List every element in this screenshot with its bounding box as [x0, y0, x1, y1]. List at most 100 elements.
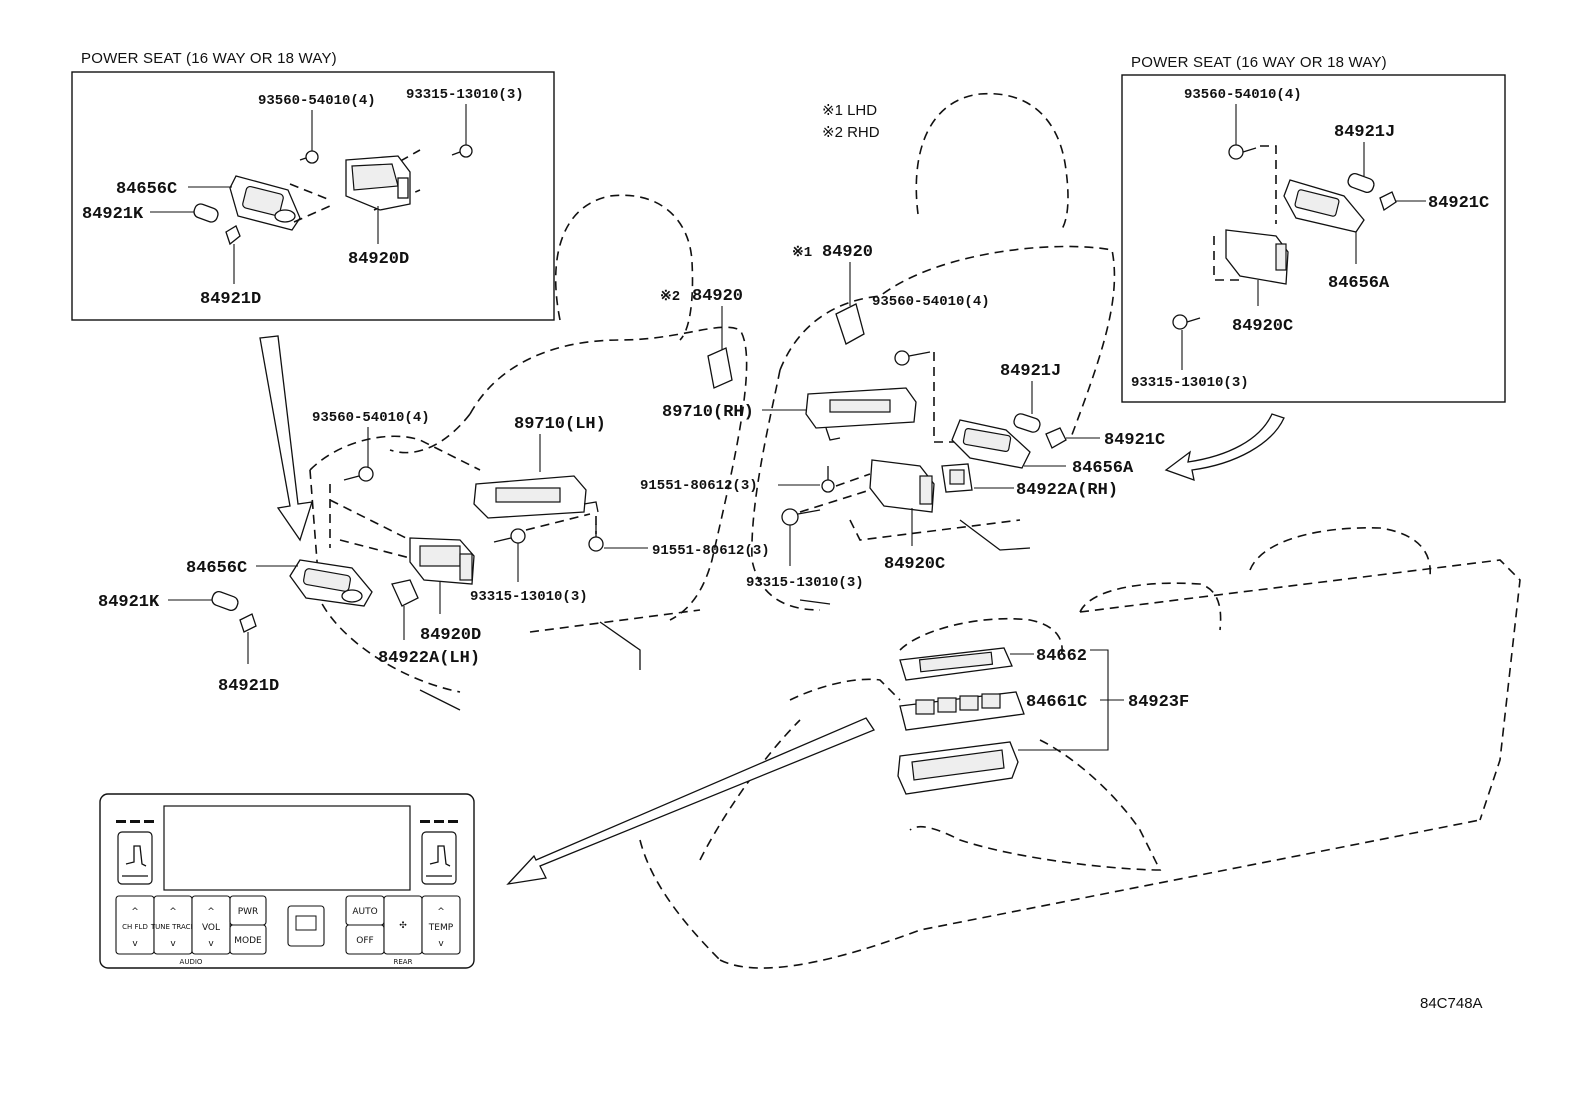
off-label: OFF: [356, 936, 373, 946]
power-seat-switch-icon: [869, 459, 935, 513]
right-inset-bolt-a-label: 93560-54010(4): [1184, 87, 1302, 103]
left-inset: POWER SEAT (16 WAY OR 18 WAY) 93560-5401…: [71, 50, 555, 321]
seat-ecu-icon: [805, 387, 917, 441]
rear-trim-icon: [899, 647, 1013, 681]
left-seat-heater-button[interactable]: [117, 831, 153, 885]
rear-control-panel: ^ CH FLD v ^ TUNE TRACK v ^ VOL v PWR MO…: [99, 793, 475, 969]
rear-switch-housing-icon: [897, 741, 1019, 795]
sw-rhd-label: 84920: [692, 287, 743, 306]
knob-icon: [211, 591, 239, 611]
chevron-up-icon: ^: [437, 907, 445, 917]
switch-c-label: 84920C: [884, 555, 945, 574]
left-inset-title: POWER SEAT (16 WAY OR 18 WAY): [81, 50, 337, 67]
switch-cover-icon: [289, 559, 373, 607]
knob-icon: [193, 203, 219, 223]
knob-icon: [1347, 173, 1375, 193]
front-seats-outline: [309, 92, 1521, 969]
screw-icon: [821, 466, 835, 493]
chevron-up-icon: ^: [207, 907, 215, 917]
switch-rh-label: 84922A(RH): [1016, 481, 1118, 500]
vol-button[interactable]: ^ VOL v: [191, 895, 231, 955]
chevron-down-icon: v: [132, 939, 138, 949]
left-inset-frame: [71, 71, 555, 321]
switch-lh-label: 84922A(LH): [378, 649, 480, 668]
bolt-a-right-label: 93560-54010(4): [872, 294, 990, 310]
sw-lhd-label: 84920: [822, 243, 873, 262]
ch-fld-label: CH FLD: [122, 923, 148, 931]
right-inset-frame: [1121, 74, 1506, 403]
fan-button[interactable]: ✣: [383, 895, 423, 955]
off-button[interactable]: OFF: [345, 924, 385, 955]
switch-d-label: 84920D: [420, 626, 481, 645]
lumbar-switch-icon: [707, 347, 733, 389]
ecu-rh-label: 89710(RH): [662, 403, 754, 422]
tune-track-button[interactable]: ^ TUNE TRACK v: [150, 895, 196, 955]
note-rhd: ※2 RHD: [822, 124, 880, 141]
ecu-lh-label: 89710(LH): [514, 415, 606, 434]
right-inset: POWER SEAT (16 WAY OR 18 WAY) 93560-5401…: [1121, 54, 1506, 403]
right-inset-switch-label: 84920C: [1232, 317, 1293, 336]
knob-icon: [239, 613, 257, 633]
seat-heater-icon: [125, 845, 147, 867]
seat-ecu-icon: [473, 475, 599, 519]
left-inset-bolt-b-label: 93315-13010(3): [406, 87, 524, 103]
pwr-label: PWR: [238, 907, 259, 917]
screw-lh-label: 91551-80612(3): [652, 543, 770, 559]
seat-heater-indicator-icon: [116, 820, 458, 823]
knob-j-label: 84921J: [1000, 362, 1061, 381]
temp-button[interactable]: ^ TEMP v: [421, 895, 461, 955]
switch-cover-icon: [229, 175, 301, 231]
mode-label: MODE: [234, 936, 262, 946]
knob-icon: [1045, 427, 1067, 449]
auto-label: AUTO: [352, 907, 377, 917]
rear-switch-label: 84661C: [1026, 693, 1087, 712]
vol-label: VOL: [202, 923, 220, 933]
lumbar-switch-icon: [835, 303, 865, 345]
seat-heater-icon: [429, 845, 451, 867]
panel-display: [163, 805, 411, 891]
left-inset-knob-d-label: 84921D: [200, 290, 261, 309]
power-seat-switch-icon: [409, 537, 475, 585]
curved-arrow-icon: [1164, 413, 1285, 481]
knob-icon: [225, 225, 241, 246]
ch-fld-button[interactable]: ^ CH FLD v: [115, 895, 155, 955]
switch-icon: [391, 579, 419, 607]
auto-button[interactable]: AUTO: [345, 895, 385, 926]
right-inset-title: POWER SEAT (16 WAY OR 18 WAY): [1131, 54, 1387, 71]
bolt-icon: [343, 427, 374, 482]
bolt-icon: [299, 110, 319, 164]
sw-rhd-mark: ※2: [660, 289, 680, 305]
rear-switch-icon: [899, 691, 1025, 731]
cover-a-label: 84656A: [1072, 459, 1134, 478]
bolt-icon: [451, 104, 473, 158]
mode-button[interactable]: MODE: [229, 924, 267, 955]
right-seat-heater-button[interactable]: [421, 831, 457, 885]
pwr-button[interactable]: PWR: [229, 895, 267, 926]
left-inset-bolt-a-label: 93560-54010(4): [258, 93, 376, 109]
audio-label: AUDIO: [180, 958, 203, 966]
bolt-icon: [894, 350, 931, 366]
arrow-to-panel-icon: [506, 717, 875, 885]
knob-c-label: 84921C: [1104, 431, 1165, 450]
bolt-a-left-label: 93560-54010(4): [312, 410, 430, 426]
left-inset-cover-label: 84656C: [116, 180, 177, 199]
sw-lhd-mark: ※1: [792, 245, 812, 261]
knob-k-label: 84921K: [98, 593, 160, 612]
bolt-icon: [493, 528, 526, 544]
diagram-ref-code: 84C748A: [1420, 995, 1483, 1012]
chevron-down-icon: v: [170, 939, 176, 949]
bolt-icon: [1228, 104, 1257, 160]
left-inset-switch-label: 84920D: [348, 250, 409, 269]
display-button[interactable]: [287, 905, 325, 947]
screen-icon: [295, 915, 317, 931]
fan-icon: ✣: [399, 921, 407, 931]
knob-icon: [1013, 413, 1041, 433]
right-inset-bolt-b-label: 93315-13010(3): [1131, 375, 1249, 391]
knob-icon: [1379, 191, 1397, 212]
rear-label: REAR: [394, 958, 413, 966]
chevron-down-icon: v: [208, 939, 214, 949]
tune-track-label: TUNE TRACK: [150, 923, 196, 931]
right-inset-knob-c-label: 84921C: [1428, 194, 1489, 213]
left-inset-knob-k-label: 84921K: [82, 205, 144, 224]
